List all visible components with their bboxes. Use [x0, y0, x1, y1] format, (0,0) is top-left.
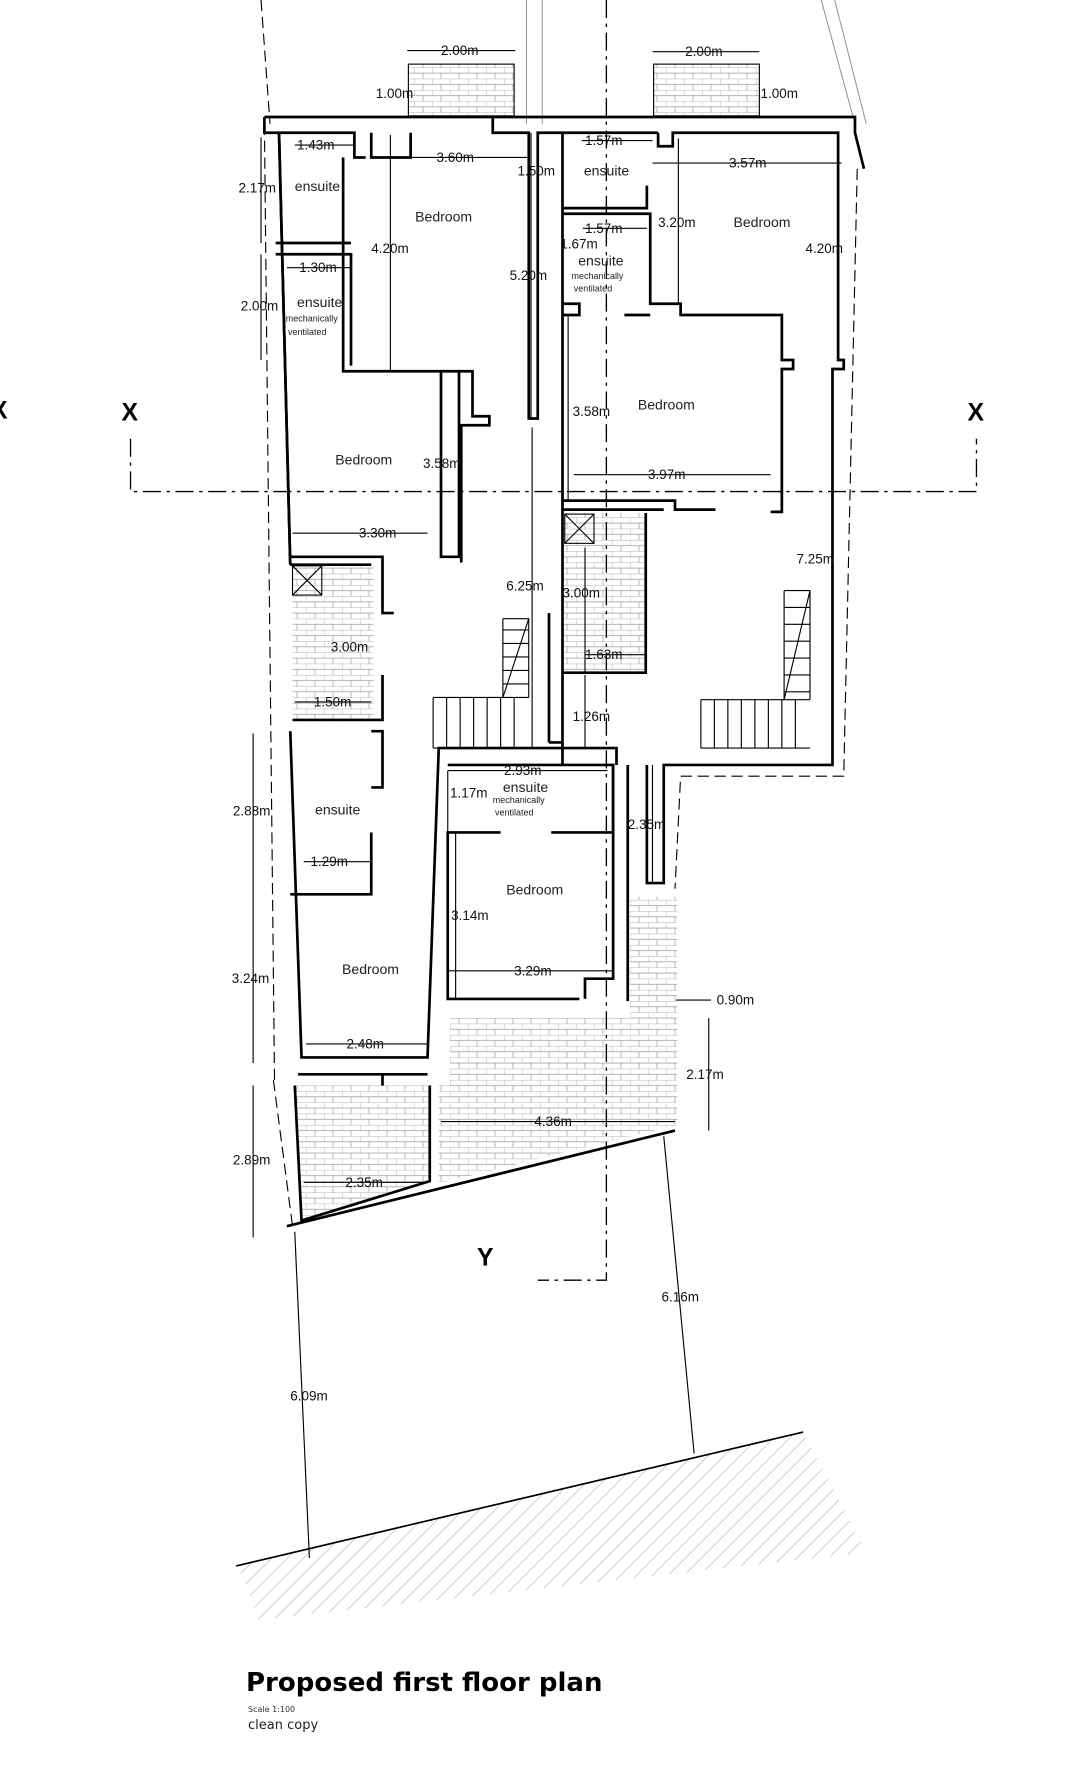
room-label: ensuite: [295, 178, 340, 194]
dimension-label: 2.00m: [685, 44, 722, 59]
drawing-title: Proposed first floor plan: [246, 1668, 603, 1698]
dimension-label: 1.30m: [299, 260, 336, 275]
room-note: mechanically: [571, 271, 623, 281]
dimension-labels: 2.00m 1.00m 2.00m 1.00m 1.43m 3.60m 1.50…: [232, 43, 843, 1403]
dimension-label: 2.93m: [504, 763, 541, 778]
section-mark-y: Y: [477, 1245, 494, 1272]
room-label: ensuite: [584, 162, 629, 178]
dimension-label: 2.35m: [628, 817, 665, 832]
dimension-label: 1.29m: [311, 854, 348, 869]
dimension-label: 1.50m: [518, 163, 555, 178]
room-label: Bedroom: [506, 881, 563, 897]
drawing-subtitle: clean copy: [248, 1718, 319, 1733]
dimension-label: 1.50m: [314, 694, 351, 709]
dimension-label: 4.36m: [534, 1114, 571, 1129]
dimension-label: 2.17m: [239, 180, 276, 195]
dimension-label: 5.20m: [510, 268, 547, 283]
dimension-label: 7.25m: [796, 552, 833, 567]
room-labels: ensuite ensuite mechanically ventilated …: [286, 162, 791, 977]
room-label: Bedroom: [342, 961, 399, 977]
dimension-label: 3.58m: [573, 404, 610, 419]
room-label: ensuite: [578, 252, 623, 268]
room-label: Bedroom: [638, 396, 695, 412]
dimension-label: 2.48m: [347, 1036, 384, 1051]
dimension-label: 1.17m: [450, 786, 487, 801]
section-marks: X X X Y: [0, 397, 984, 1271]
dimension-label: 2.00m: [241, 298, 278, 313]
dimension-label: 1.43m: [297, 138, 334, 153]
dimension-label: 6.16m: [661, 1290, 698, 1305]
dimension-label: 3.57m: [729, 156, 766, 171]
section-mark-x-edge: X: [0, 397, 8, 424]
room-label: ensuite: [315, 801, 360, 817]
drawing-scale: Scale 1:100: [248, 1705, 296, 1714]
dimension-label: 3.00m: [562, 585, 599, 600]
section-lines: [129, 0, 978, 1281]
dimension-label: 1.00m: [760, 86, 797, 101]
dimension-label: 1.57m: [585, 133, 622, 148]
dimension-label: 2.35m: [345, 1175, 382, 1190]
dimension-label: 3.24m: [232, 971, 269, 986]
section-mark-x-right: X: [967, 400, 984, 427]
dimension-label: 3.29m: [514, 963, 551, 978]
stairs: [291, 513, 811, 749]
road-edge: [236, 1136, 867, 1620]
balconies: [407, 63, 760, 117]
room-label: Bedroom: [335, 452, 392, 468]
dimension-label: 2.88m: [233, 804, 270, 819]
dimension-label: 2.89m: [233, 1152, 270, 1167]
room-note: mechanically: [286, 314, 338, 324]
room-note: ventilated: [288, 327, 326, 337]
dimension-label: 1.26m: [573, 709, 610, 724]
dimension-label: 1.00m: [376, 86, 413, 101]
dimension-label: 3.14m: [451, 908, 488, 923]
dimension-label: 1.67m: [560, 237, 597, 252]
dimension-label: 3.30m: [359, 526, 396, 541]
room-note: ventilated: [495, 808, 533, 818]
section-mark-x-left: X: [122, 400, 139, 427]
paved-areas: [286, 512, 678, 1228]
dimension-label: 6.09m: [290, 1389, 327, 1404]
dimension-label: 3.97m: [648, 467, 685, 482]
dimension-lines: [252, 50, 842, 1238]
dimension-label: 3.60m: [437, 150, 474, 165]
dimension-label: 3.00m: [331, 639, 368, 654]
site-boundary-lines: [260, 0, 867, 1227]
dimension-label: 1.57m: [585, 221, 622, 236]
dimension-label: 0.90m: [717, 993, 754, 1008]
dimension-label: 2.17m: [686, 1067, 723, 1082]
dimension-label: 3.20m: [658, 215, 695, 230]
dimension-label: 4.20m: [805, 241, 842, 256]
walls: [263, 115, 866, 1086]
room-label: Bedroom: [733, 214, 790, 230]
room-label: ensuite: [503, 779, 548, 795]
dimension-label: 4.20m: [371, 241, 408, 256]
dimension-label: 6.25m: [506, 579, 543, 594]
room-note: ventilated: [574, 283, 612, 293]
dimension-label: 2.00m: [441, 43, 478, 58]
dimension-label: 3.58m: [423, 456, 460, 471]
dimension-label: 1.63m: [585, 647, 622, 662]
room-note: mechanically: [493, 795, 545, 805]
room-label: ensuite: [297, 294, 342, 310]
room-label: Bedroom: [415, 209, 472, 225]
